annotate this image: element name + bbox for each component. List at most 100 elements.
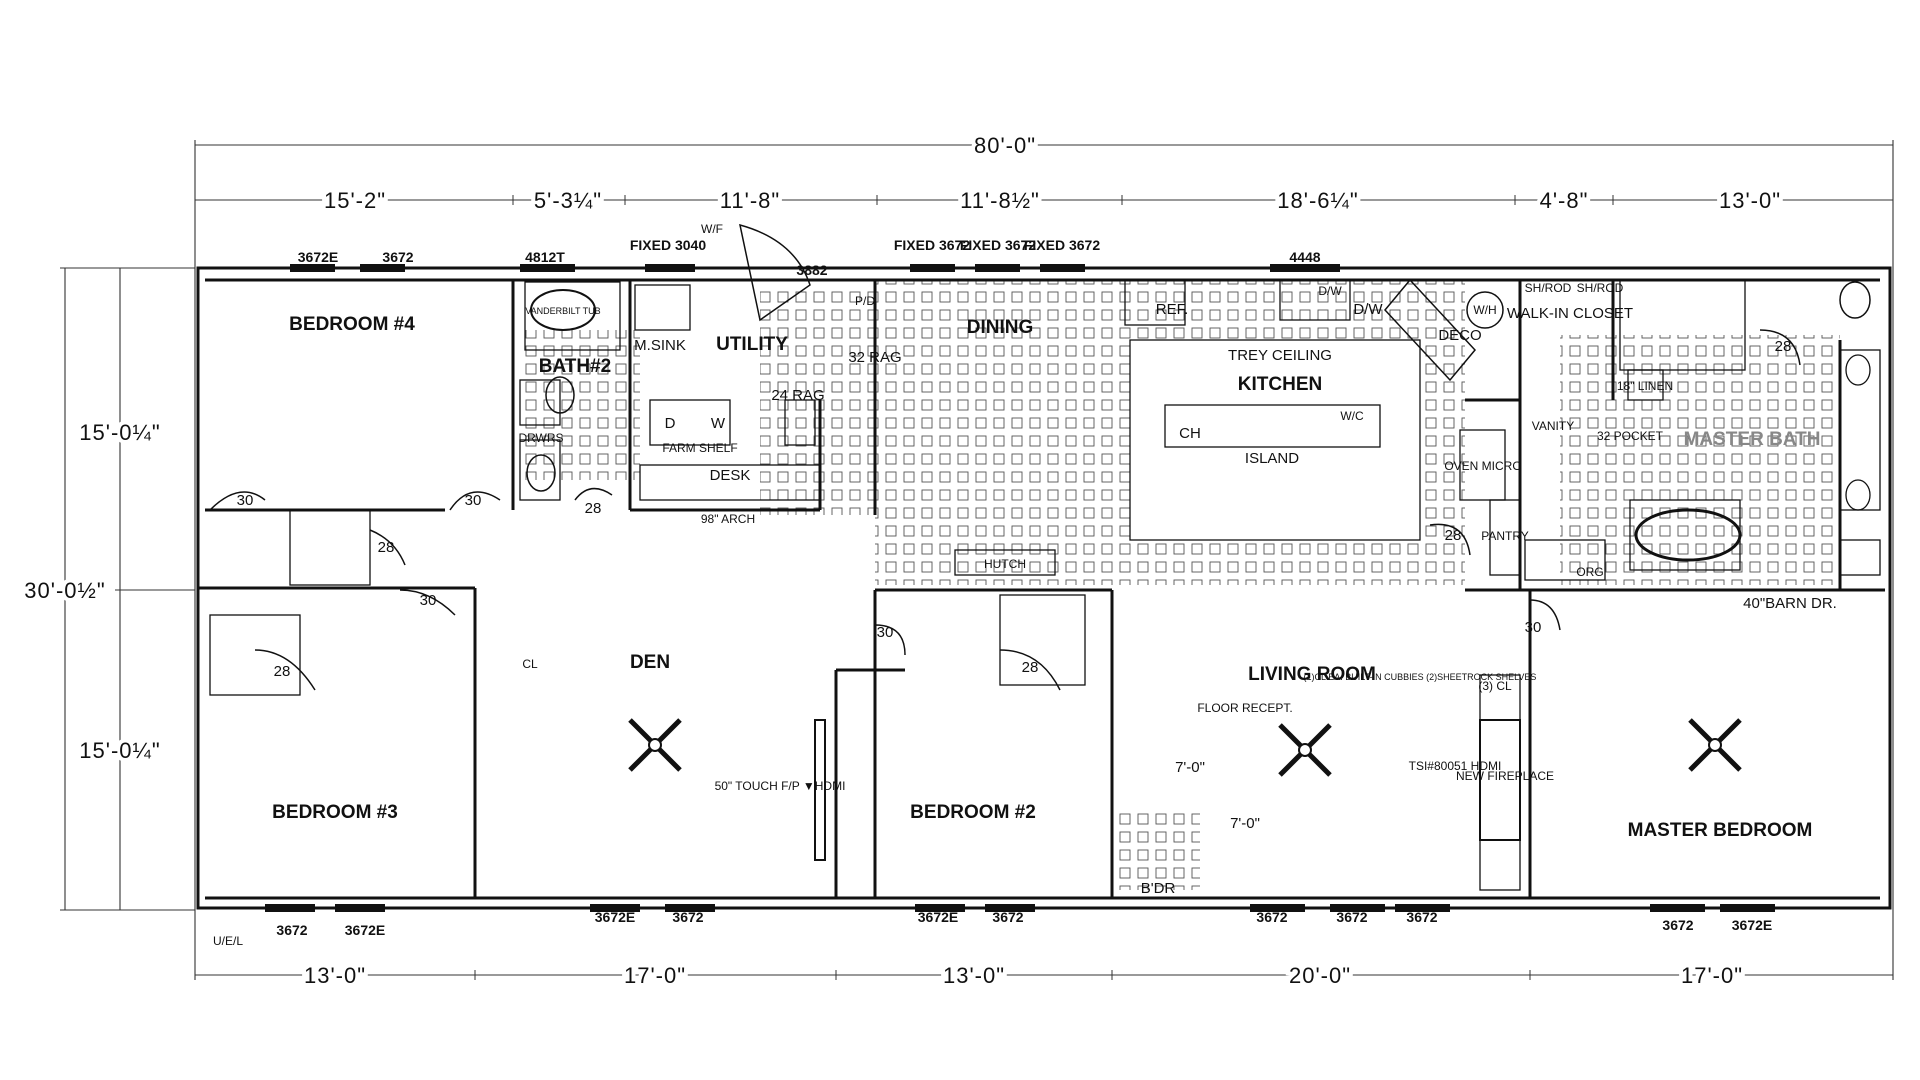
label-ch: CH (1179, 425, 1201, 442)
label-tv: 50" TOUCH F/P ▼HDMI (715, 779, 846, 793)
label-linen18: 18" LINEN (1617, 379, 1673, 393)
win-top-9: 3882 (796, 262, 827, 278)
label-pocket: 32 POCKET (1597, 429, 1664, 443)
win-bot-1: 3672 (276, 922, 307, 938)
room-bedroom2: BEDROOM #2 (910, 802, 1036, 823)
label-wh: W/H (1473, 303, 1496, 317)
window-labels: 3672E 3672 4812T FIXED 3040 FIXED 3672 F… (276, 237, 1772, 938)
label-island: ISLAND (1245, 450, 1299, 467)
label-farm-shelf: FARM SHELF (662, 441, 737, 455)
win-top-3: 4812T (525, 249, 565, 265)
overall-depth: 30'-0½" (24, 578, 105, 603)
bottom-dim-4: 20'-0" (1289, 963, 1351, 988)
label-walkin: WALK-IN CLOSET (1507, 305, 1633, 322)
label-pd: P/D (855, 294, 875, 308)
window-marks (265, 264, 1775, 912)
label-dim7b: 7'-0" (1230, 815, 1260, 832)
room-dining: DINING (967, 317, 1034, 338)
label-wc: W/C (1340, 409, 1364, 423)
door-swings (209, 329, 1801, 691)
label-cl-den: CL (522, 657, 538, 671)
room-bedroom4: BEDROOM #4 (289, 314, 415, 335)
room-master-bath: MASTER BATH (1684, 429, 1821, 450)
bottom-dim-1: 13'-0" (304, 963, 366, 988)
room-kitchen: KITCHEN (1238, 374, 1322, 395)
label-msink: M.SINK (634, 337, 686, 354)
label-dw: D/W (1353, 301, 1383, 318)
room-bedroom3: BEDROOM #3 (272, 802, 398, 823)
label-uel: U/E/L (213, 934, 243, 948)
top-dim-3: 11'-8" (720, 188, 780, 213)
fan-den-icon (628, 718, 682, 772)
room-utility: UTILITY (716, 334, 788, 355)
win-top-8: 4448 (1289, 249, 1320, 265)
label-arch: 98" ARCH (701, 512, 755, 526)
label-bdr: B'DR (1141, 880, 1176, 897)
top-dim-4: 11'-8½" (960, 188, 1040, 213)
win-bot-7: 3672 (1256, 909, 1287, 925)
door-30a: 30 (237, 492, 254, 509)
door-28d: 28 (1022, 659, 1039, 676)
top-dim-5: 18'-6¼" (1277, 188, 1358, 213)
label-deco: DECO (1438, 327, 1481, 344)
win-bot-10: 3672 (1662, 917, 1693, 933)
label-fireplace: NEW FIREPLACE (1456, 769, 1554, 783)
door-30e: 30 (1525, 619, 1542, 636)
door-28a: 28 (585, 500, 602, 517)
tile-floors (520, 280, 1840, 890)
win-top-4: FIXED 3040 (630, 237, 706, 253)
label-oven: OVEN MICRO (1444, 459, 1521, 473)
win-bot-5: 3672E (918, 909, 958, 925)
label-trey: TREY CEILING (1228, 347, 1332, 364)
door-30b: 30 (465, 492, 482, 509)
label-cl3: (3) CL (1478, 679, 1512, 693)
top-dim-7: 13'-0" (1719, 188, 1781, 213)
top-dim-1: 15'-2" (324, 188, 386, 213)
win-bot-3: 3672E (595, 909, 635, 925)
room-master-bed: MASTER BEDROOM (1628, 820, 1813, 841)
bath-fixtures (526, 223, 1871, 562)
label-desk: DESK (710, 467, 751, 484)
label-cl-built: (1)CL EA. BUILT-IN CUBBIES (2)SHEETROCK … (1304, 672, 1537, 682)
win-top-2: 3672 (382, 249, 413, 265)
win-top-5: FIXED 3672 (894, 237, 970, 253)
label-vanderbilt: VANDERBILT TUB (525, 306, 600, 316)
label-shrod1: SH/ROD (1525, 281, 1572, 295)
door-labels: 30 30 28 28 30 28 30 28 28 30 28 (237, 338, 1792, 680)
label-w: W (711, 415, 726, 432)
label-hutch: HUTCH (984, 557, 1026, 571)
room-den: DEN (630, 652, 670, 673)
door-28c: 28 (274, 663, 291, 680)
label-org: ORG (1576, 565, 1603, 579)
dimension-lines (60, 140, 1894, 980)
win-bot-2: 3672E (345, 922, 385, 938)
bottom-dim-2: 17'-0" (624, 963, 686, 988)
bottom-dim-5: 17'-0" (1681, 963, 1743, 988)
win-top-1: 3672E (298, 249, 338, 265)
door-30d: 30 (877, 624, 894, 641)
label-vanity: VANITY (1532, 419, 1574, 433)
dimension-texts: 80'-0" 15'-2" 5'-3¼" 11'-8" 11'-8½" 18'-… (20, 129, 1784, 992)
ceiling-fans (628, 718, 1742, 777)
win-bot-11: 3672E (1732, 917, 1772, 933)
label-tsi: TSI#80051 HDMI (1409, 759, 1502, 773)
fan-living-icon (1278, 723, 1332, 777)
left-dim-1: 15'-0¼" (79, 420, 160, 445)
door-30c: 30 (420, 592, 437, 609)
label-barn: 40"BARN DR. (1743, 595, 1837, 612)
left-dim-2: 15'-0¼" (79, 738, 160, 763)
fan-master-icon (1688, 718, 1742, 772)
win-bot-9: 3672 (1406, 909, 1437, 925)
label-rag32: 32 RAG (848, 349, 901, 366)
overall-width: 80'-0" (974, 133, 1036, 158)
label-d-w: D/W (1318, 284, 1342, 298)
label-ref: REF. (1156, 301, 1189, 318)
top-dim-6: 4'-8" (1540, 188, 1589, 213)
top-dim-2: 5'-3¼" (534, 188, 602, 213)
door-28f: 28 (1775, 338, 1792, 355)
bottom-dim-3: 13'-0" (943, 963, 1005, 988)
win-top-7: FIXED 3672 (1024, 237, 1100, 253)
label-d: D (665, 415, 676, 432)
label-dim7a: 7'-0" (1175, 759, 1205, 776)
